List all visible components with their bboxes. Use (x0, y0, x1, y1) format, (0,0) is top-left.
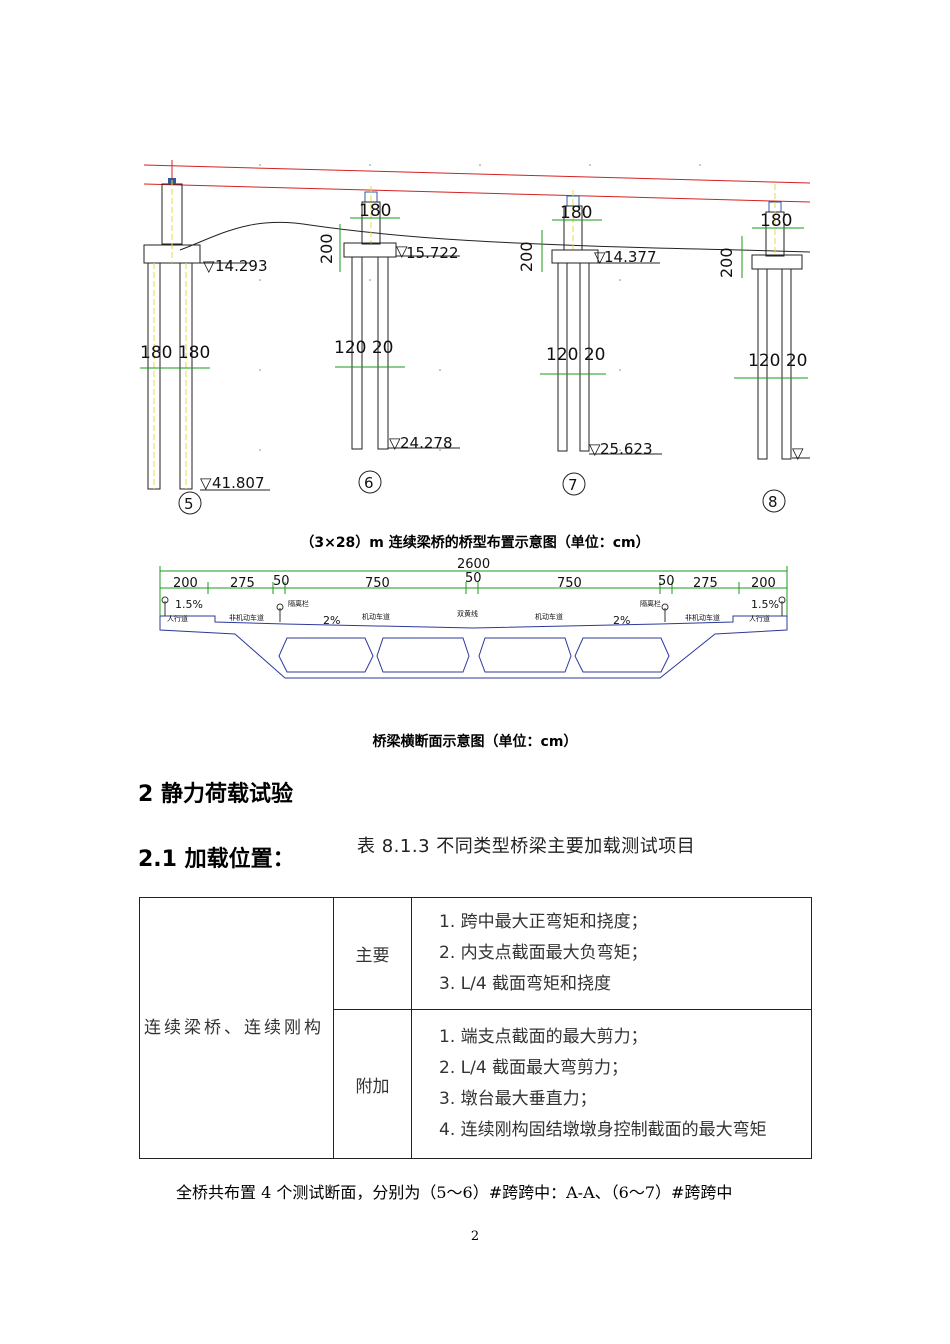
lane-label: 人行道 (167, 614, 188, 623)
dim-text: 275 (693, 576, 718, 591)
table-item: 1. 端支点截面的最大剪力； (439, 1027, 648, 1048)
pier-number: 5 (184, 495, 194, 513)
pier-5: 180 180 ▽ 14.293 ▽ 41.807 5 (140, 160, 270, 515)
elevation-label: 14.293 (215, 257, 268, 275)
pile-dim-text: 120 20 (334, 338, 393, 358)
body-paragraph: 全桥共布置 4 个测试断面，分别为（5～6）#跨跨中：A-A、（6～7）#跨跨中 (176, 1183, 733, 1202)
dim-text: 275 (230, 576, 255, 591)
lane-label: 非机动车道 (229, 613, 264, 622)
lane-label: 非机动车道 (685, 613, 720, 622)
lane-label: 隔离栏 (640, 599, 661, 608)
cap-width-text: 180 (760, 211, 792, 231)
svg-text:▽: ▽ (594, 248, 606, 266)
pile-dim-text: 120 20 (748, 351, 807, 371)
figure-caption-elevation: （3×28）m 连续梁桥的桥型布置示意图（单位：cm） (300, 535, 650, 551)
dim-text: 200 (173, 576, 198, 591)
slope-text: 2% (323, 614, 340, 627)
loading-items-table: 连续梁桥、连续刚构 主要 1. 跨中最大正弯矩和挠度； 2. 内支点截面最大负弯… (139, 896, 812, 1159)
figure-caption-cross-section: 桥梁横断面示意图（单位：cm） (372, 734, 578, 750)
cap-height-text: 200 (517, 241, 536, 272)
dim-text: 200 (751, 576, 776, 591)
cap-height-text: 200 (717, 247, 736, 278)
lane-label: 双黄线 (457, 609, 478, 618)
elevation-label: 15.722 (406, 244, 459, 262)
table-item: 2. L/4 截面最大弯剪力； (439, 1058, 629, 1079)
dim-text: 750 (557, 576, 582, 591)
section-heading-2: 2 静力荷载试验 (138, 782, 293, 807)
pier-number: 6 (364, 474, 374, 492)
elevation-label: 41.807 (212, 474, 265, 492)
table-items-extra: 1. 端支点截面的最大剪力； 2. L/4 截面最大弯剪力； 3. 墩台最大垂直… (411, 1009, 812, 1159)
elevation-label: 25.623 (600, 440, 653, 458)
dim-text: 50 (465, 571, 482, 586)
table-type-main: 主要 (333, 896, 412, 1011)
svg-text:▽: ▽ (203, 257, 215, 275)
pier-number: 7 (568, 476, 578, 494)
dim-text: 50 (273, 574, 290, 589)
page-number: 2 (470, 1229, 480, 1244)
cap-width-text: 180 (359, 201, 391, 221)
table-item: 1. 跨中最大正弯矩和挠度； (439, 912, 648, 933)
lane-label: 机动车道 (535, 612, 563, 621)
lane-label: 机动车道 (362, 612, 390, 621)
pier-8: 180 200 120 20 ▽ 8 (717, 184, 810, 513)
slope-text: 2% (613, 614, 630, 627)
table-item: 3. L/4 截面弯矩和挠度 (439, 974, 612, 995)
dim-text: 50 (658, 574, 675, 589)
section-heading-2-1: 2.1 加载位置： (138, 847, 295, 872)
table-items-main: 1. 跨中最大正弯矩和挠度； 2. 内支点截面最大负弯矩； 3. L/4 截面弯… (411, 896, 812, 1011)
pile-dim-text: 180 180 (140, 343, 210, 363)
svg-text:▽: ▽ (200, 474, 212, 492)
svg-text:▽: ▽ (589, 440, 601, 458)
lane-label: 隔离栏 (288, 599, 309, 608)
pier-7: 180 200 120 20 ▽ 14.377 ▽ 25.623 7 (517, 190, 662, 496)
table-item: 3. 墩台最大垂直力； (439, 1089, 597, 1110)
table-title: 表 8.1.3 不同类型桥梁主要加载测试项目 (357, 836, 696, 857)
pier-6: 180 200 120 20 ▽ 15.722 ▽ 24.278 6 (317, 186, 460, 494)
pile-dim-text: 120 20 (546, 345, 605, 365)
slope-text: 1.5% (175, 598, 203, 611)
svg-text:▽: ▽ (792, 444, 804, 462)
bridge-elevation-drawing: 180 180 ▽ 14.293 ▽ 41.807 5 180 200 120 … (140, 160, 810, 515)
pier-number: 8 (768, 493, 778, 511)
table-type-extra: 附加 (333, 1009, 412, 1159)
total-width-text: 2600 (457, 557, 490, 572)
elevation-label: 14.377 (604, 248, 657, 266)
table-item: 2. 内支点截面最大负弯矩； (439, 943, 648, 964)
svg-text:▽: ▽ (389, 434, 401, 452)
slope-text: 1.5% (751, 598, 779, 611)
cap-height-text: 200 (317, 233, 336, 264)
lane-label: 人行道 (749, 614, 770, 623)
svg-text:▽: ▽ (396, 242, 408, 260)
table-item: 4. 连续刚构固结墩墩身控制截面的最大弯矩 (439, 1120, 767, 1141)
table-category-cell: 连续梁桥、连续刚构 (139, 897, 334, 1159)
dim-text: 750 (365, 576, 390, 591)
cap-width-text: 180 (560, 203, 592, 223)
bridge-cross-section-drawing: 2600 200 275 50 750 50 750 50 275 200 1.… (159, 557, 788, 679)
elevation-label: 24.278 (400, 434, 453, 452)
